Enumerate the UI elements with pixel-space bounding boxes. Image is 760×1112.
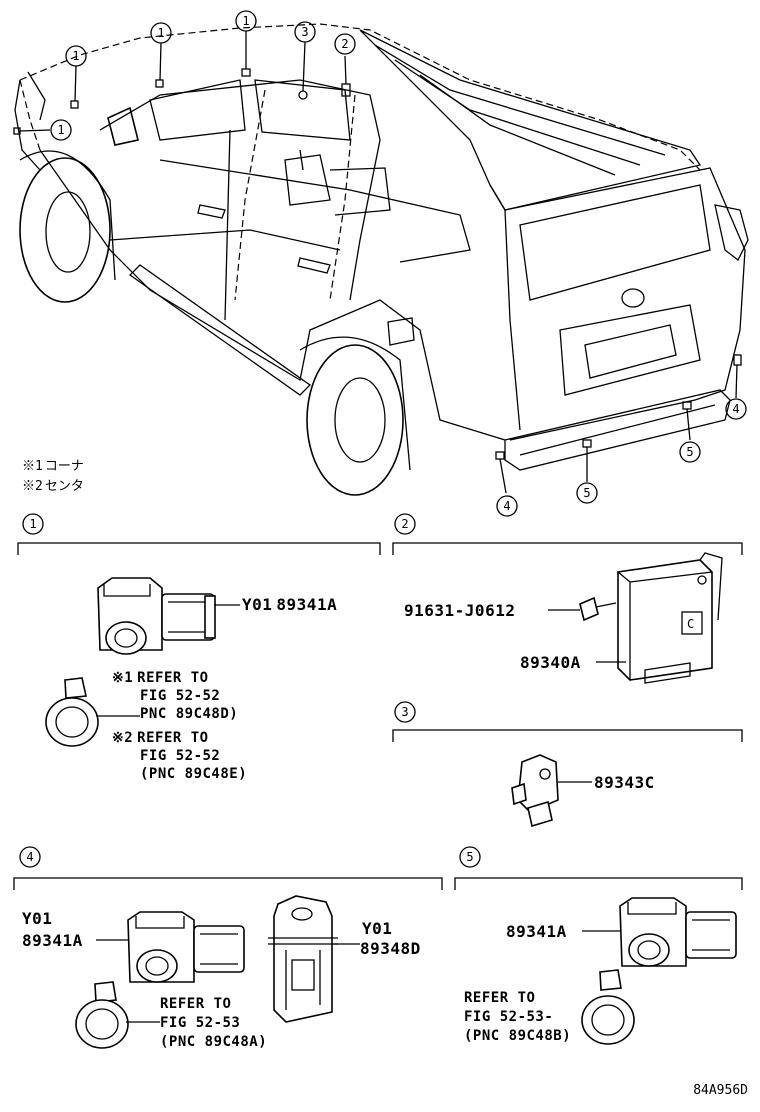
bracket-part-s4: 89348D	[360, 939, 421, 958]
section-5: 5 89341A REFER TO FIG 52-53- (PNC 89C48B…	[454, 846, 743, 1045]
refer-note-s4: REFER TO FIG 52-53 (PNC 89C48A)	[160, 996, 267, 1050]
section-4-bracket	[13, 877, 443, 890]
section-3-bracket	[392, 729, 743, 742]
section-1-number-circle	[22, 513, 44, 535]
callout-1c: 1	[235, 10, 257, 32]
svg-text:FIG 52-53: FIG 52-53	[160, 1015, 240, 1031]
sensor-part-s4: 89341A	[22, 931, 83, 950]
svg-text:FIG 52-52: FIG 52-52	[140, 748, 220, 764]
svg-text:4: 4	[26, 850, 33, 864]
svg-text:REFER TO: REFER TO	[160, 996, 231, 1012]
retainer-ring-s5	[581, 969, 635, 1045]
sensor-prefix-s4: Y01	[22, 909, 52, 928]
ecu-marking: C	[687, 617, 694, 631]
svg-text:2: 2	[341, 37, 348, 51]
svg-text:5: 5	[583, 486, 590, 500]
callout-4a: 4	[725, 398, 747, 420]
svg-text:(PNC 89C48E): (PNC 89C48E)	[140, 766, 247, 782]
callout-5b: 5	[576, 482, 598, 504]
bolt-part: 91631-J0612	[404, 601, 515, 620]
svg-text:2: 2	[401, 517, 408, 531]
section-1-bracket	[17, 542, 381, 555]
sensor-89343c-drawing	[511, 754, 559, 828]
section-4: 4 Y01 89341A Y01 89348D	[13, 846, 443, 1050]
ecu-part: 89340A	[520, 653, 581, 672]
bracket-prefix-s4: Y01	[362, 919, 392, 938]
section-2: 2 C 91631-J0612 89340A	[392, 513, 743, 684]
callout-1b: 1	[150, 22, 172, 44]
svg-text:3: 3	[401, 705, 408, 719]
svg-text:1: 1	[57, 123, 64, 137]
svg-text:(PNC 89C48B): (PNC 89C48B)	[464, 1028, 571, 1044]
sensor-89343c-part: 89343C	[594, 773, 655, 792]
sensor-part-s5: 89341A	[506, 922, 567, 941]
section-2-bracket	[392, 542, 743, 555]
vehicle-illustration	[13, 23, 749, 496]
svg-text:1: 1	[242, 14, 249, 28]
callout-4b: 4	[496, 495, 518, 517]
svg-text:1: 1	[72, 49, 79, 63]
svg-text:5: 5	[686, 445, 693, 459]
refer-note-s5: REFER TO FIG 52-53- (PNC 89C48B)	[464, 990, 571, 1044]
callout-3: 3	[294, 21, 316, 43]
svg-text:FIG 52-52: FIG 52-52	[140, 688, 220, 704]
svg-text:1: 1	[157, 26, 164, 40]
section-5-bracket	[454, 877, 743, 890]
callout-5a: 5	[679, 441, 701, 463]
sensor-89341a-drawing-s5	[619, 897, 737, 967]
svg-text:5: 5	[466, 850, 473, 864]
sensor-89341a-drawing-s1	[97, 577, 216, 655]
bracket-89348d-drawing	[268, 895, 338, 1023]
svg-text:3: 3	[301, 25, 308, 39]
ecu-drawing: C	[617, 552, 723, 684]
svg-text:FIG 52-53-: FIG 52-53-	[464, 1009, 553, 1025]
figure-code: 84A956D	[693, 1083, 748, 1098]
sensor-89341a-drawing-s4	[127, 911, 245, 983]
svg-text:4: 4	[732, 402, 739, 416]
svg-text:REFER TO: REFER TO	[464, 990, 535, 1006]
bolt-drawing	[579, 596, 617, 622]
section-3: 3 89343C	[392, 701, 743, 828]
callout-2: 2	[334, 33, 356, 55]
svg-text:(PNC 89C48A): (PNC 89C48A)	[160, 1034, 267, 1050]
retainer-ring-s1	[45, 677, 99, 747]
callout-1d: 1	[50, 119, 72, 141]
callout-leaders	[19, 31, 738, 494]
svg-text:4: 4	[503, 499, 510, 513]
callout-1a: 1	[65, 45, 87, 67]
svg-text:1: 1	[29, 517, 36, 531]
svg-text:PNC 89C48D): PNC 89C48D)	[140, 706, 238, 722]
retainer-ring-s4	[75, 981, 129, 1049]
